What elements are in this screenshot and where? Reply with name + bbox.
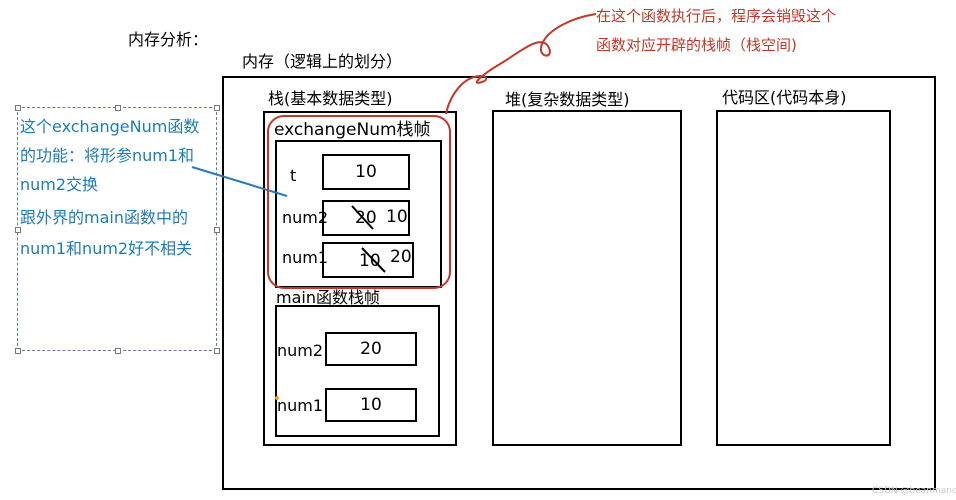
callout-arrow <box>445 13 597 115</box>
note-line: 的功能：将形参num1和 <box>20 146 195 165</box>
main-num1-value: 10 <box>360 395 382 415</box>
var-t-value: 10 <box>355 162 377 182</box>
callout-line: 函数对应开辟的栈帧（栈空间) <box>596 36 797 54</box>
main-num2-value: 20 <box>360 339 382 359</box>
num1-new-value: 20 <box>390 247 412 267</box>
note-line: 跟外界的main函数中的 <box>20 208 188 227</box>
main-num2-label: num2 <box>277 341 324 360</box>
resize-handle-mr[interactable] <box>214 227 220 233</box>
resize-handle-ml[interactable] <box>15 227 21 233</box>
memory-label: 内存（逻辑上的划分） <box>242 52 403 71</box>
code-box <box>716 110 891 446</box>
var-num2-label: num2 <box>282 208 329 227</box>
page-title: 内存分析： <box>128 30 209 49</box>
heap-label: 堆(复杂数据类型) <box>505 90 630 109</box>
callout-line: 在这个函数执行后，程序会销毁这个 <box>596 7 837 25</box>
memory-box <box>222 76 936 490</box>
note-connector <box>191 166 288 197</box>
frame-highlight <box>267 115 451 289</box>
cursor-dot <box>275 396 279 400</box>
main-num2-cell: 20 <box>325 332 417 366</box>
var-num2-cell <box>322 200 410 236</box>
stack-label: 栈(基本数据类型) <box>268 89 393 108</box>
var-t-label: t <box>290 166 297 185</box>
num2-new-value: 10 <box>386 207 408 227</box>
watermark: CSDN @beanmanda <box>872 486 956 496</box>
var-num1-label: num1 <box>282 248 329 267</box>
resize-handle-br[interactable] <box>214 348 220 354</box>
strike-mark <box>361 247 386 273</box>
main-frame-box <box>275 305 440 437</box>
main-num1-cell: 10 <box>325 388 417 422</box>
note-line: num2交换 <box>20 175 99 194</box>
main-num1-label: num1 <box>277 396 324 415</box>
resize-handle-bm[interactable] <box>115 348 121 354</box>
resize-handle-tl[interactable] <box>15 105 21 111</box>
var-num1-cell <box>322 242 414 278</box>
resize-handle-bl[interactable] <box>15 348 21 354</box>
num1-old-value: 10 <box>359 251 381 271</box>
exchange-frame-label: exchangeNum栈帧 <box>274 120 431 140</box>
resize-handle-tr[interactable] <box>214 105 220 111</box>
code-label: 代码区(代码本身) <box>722 88 847 107</box>
note-line: num1和num2好不相关 <box>20 239 193 258</box>
var-t-cell: 10 <box>322 154 410 190</box>
heap-box <box>492 110 682 446</box>
note-line: 这个exchangeNum函数 <box>20 117 200 136</box>
main-frame-label: main函数栈帧 <box>276 288 380 307</box>
stack-box <box>263 111 457 446</box>
strike-mark <box>351 205 374 230</box>
resize-handle-tm[interactable] <box>115 105 121 111</box>
